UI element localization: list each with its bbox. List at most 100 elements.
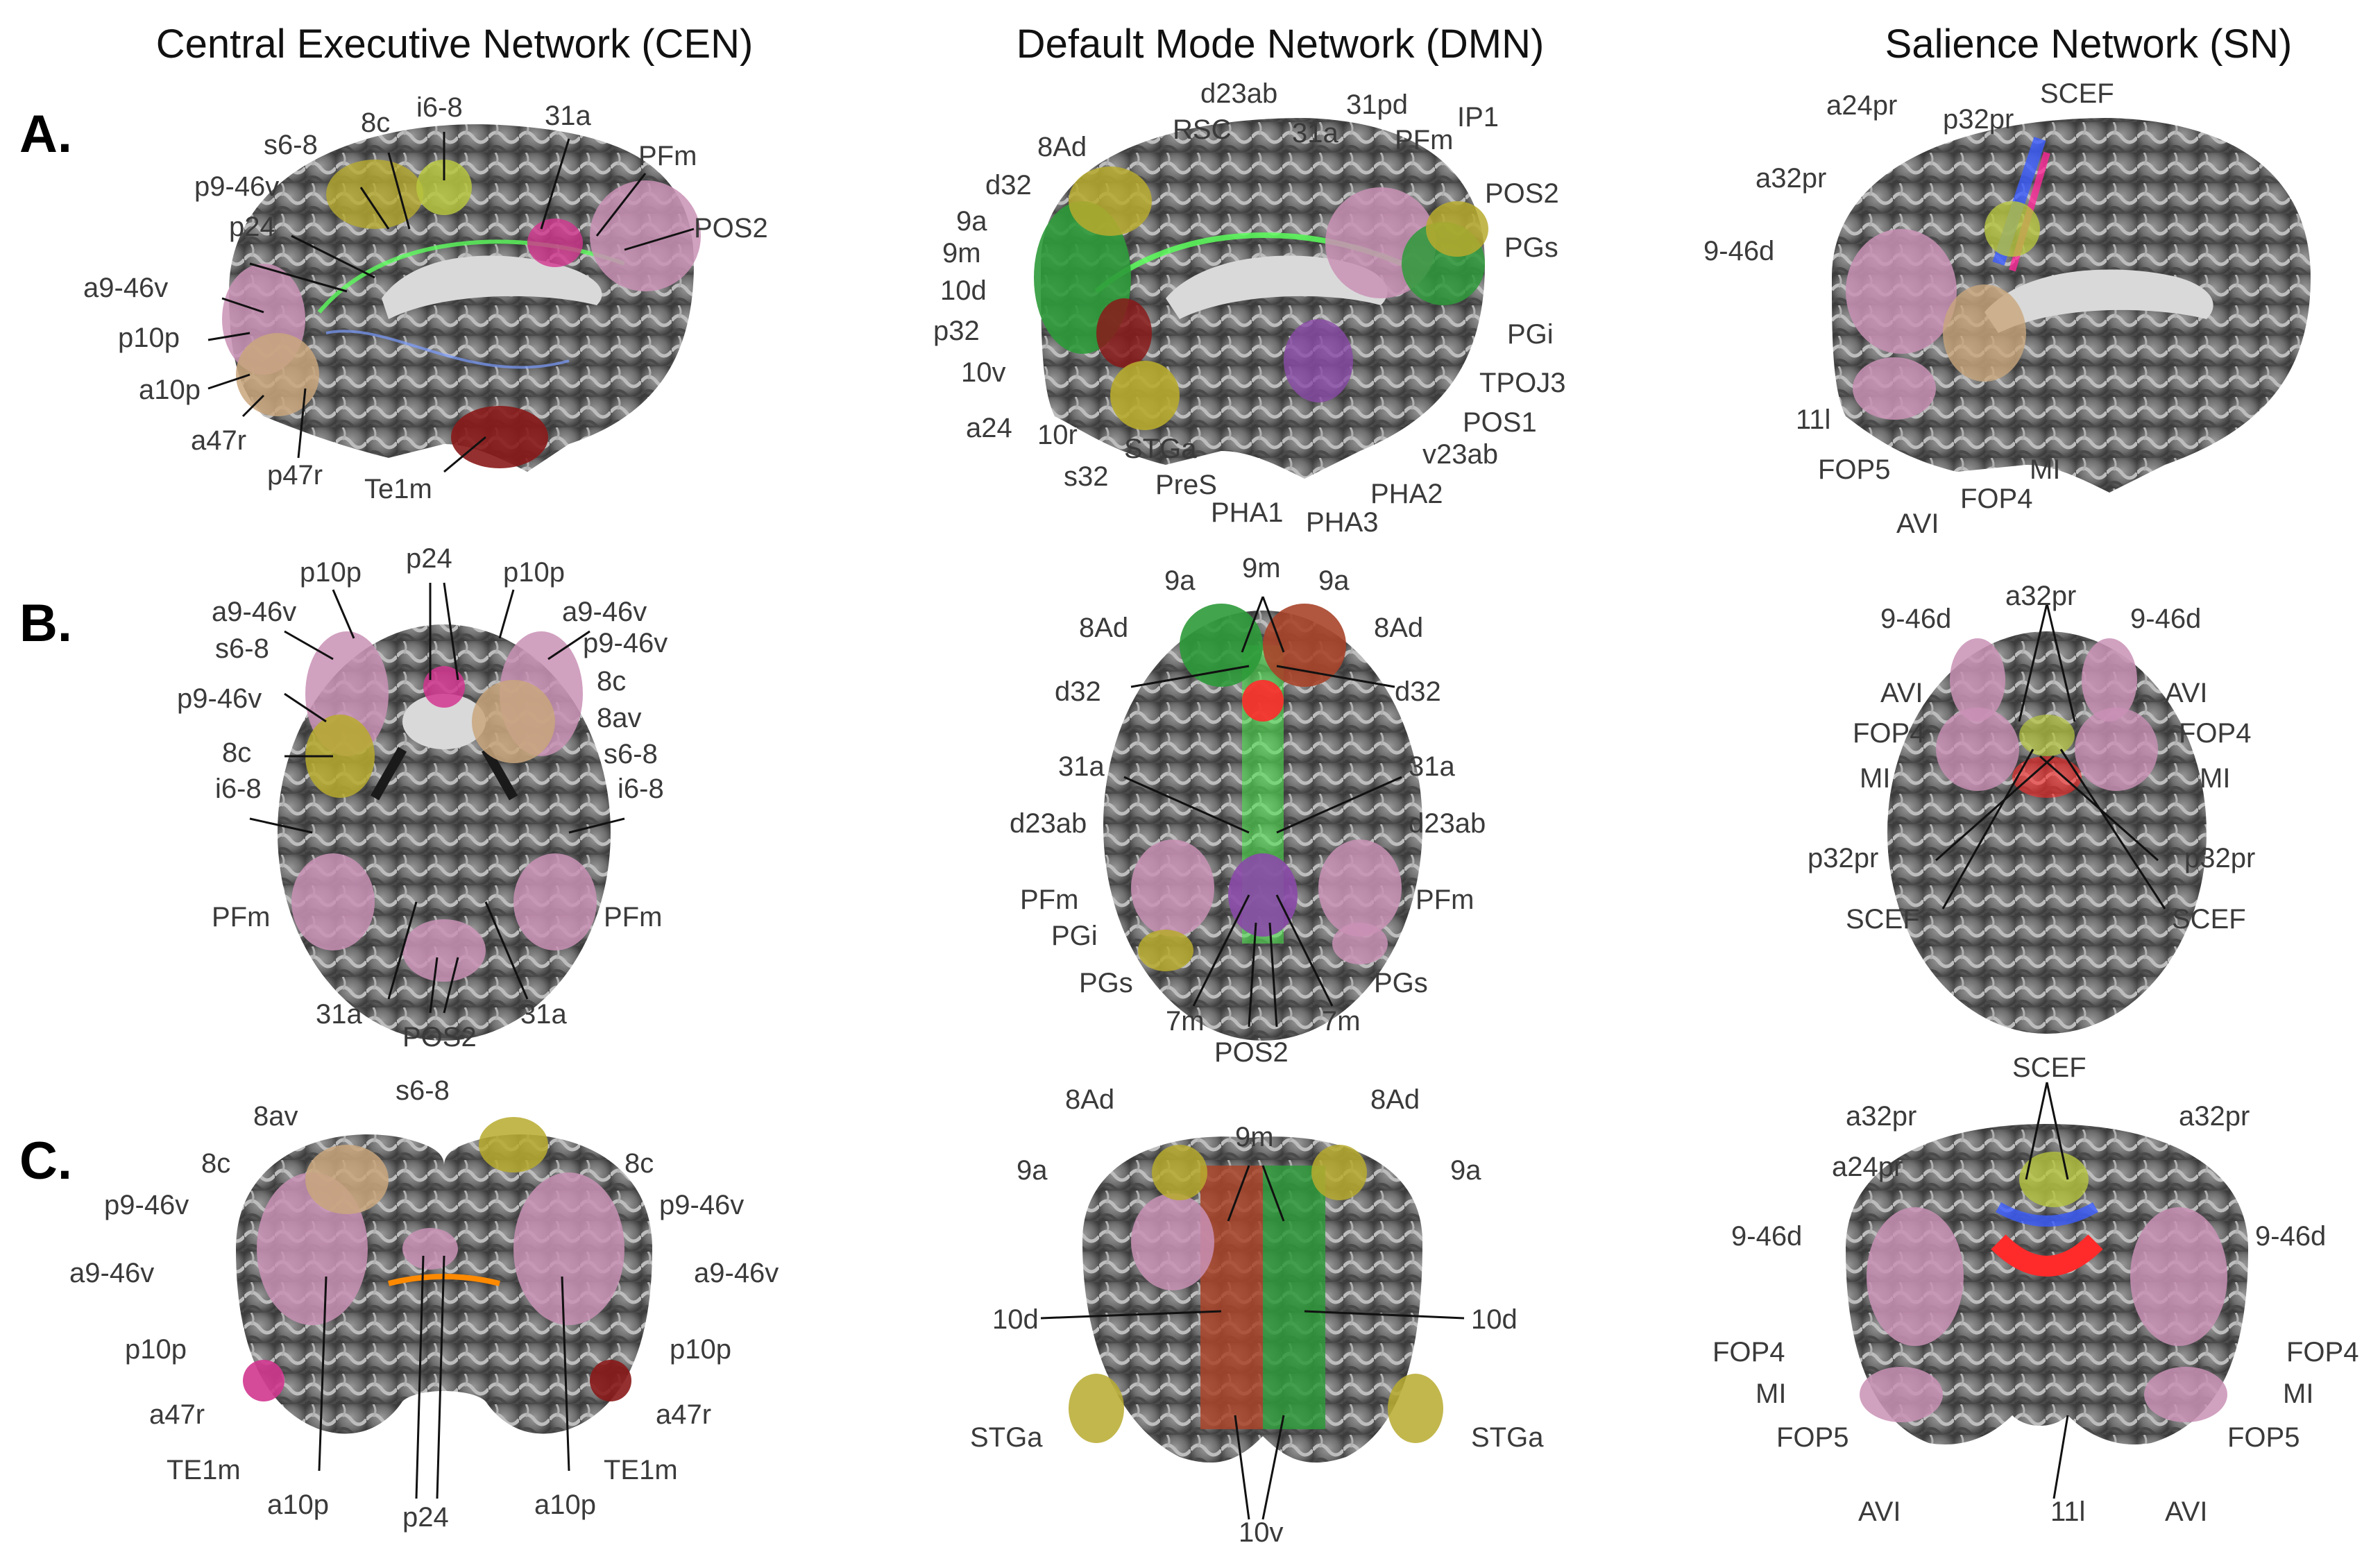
label-cen-a-p24: p24 bbox=[229, 212, 275, 242]
label-sn-c-9-46d-r: 9-46d bbox=[2255, 1221, 2326, 1252]
label-sn-b-p32pr-r: p32pr bbox=[2184, 843, 2255, 873]
label-dmn-a-10v: 10v bbox=[961, 357, 1006, 388]
label-dmn-b-8ad-l: 8Ad bbox=[1079, 613, 1128, 643]
label-cen-a-8c: 8c bbox=[361, 108, 390, 138]
label-dmn-a-10r: 10r bbox=[1037, 420, 1078, 450]
brain-dmn-c bbox=[1069, 1136, 1443, 1463]
label-dmn-c-10d-l: 10d bbox=[992, 1304, 1039, 1335]
label-dmn-a-pos1: POS1 bbox=[1463, 407, 1537, 438]
brain-dmn-b bbox=[1103, 604, 1422, 1041]
label-sn-c-a24pr: a24pr bbox=[1832, 1152, 1903, 1182]
label-dmn-a-ip1: IP1 bbox=[1457, 102, 1499, 133]
label-cen-b-pfm-l: PFm bbox=[212, 902, 270, 932]
label-dmn-b-9a-l: 9a bbox=[1164, 565, 1196, 596]
label-cen-b-p24: p24 bbox=[406, 543, 452, 574]
label-sn-b-mi-r: MI bbox=[2200, 763, 2230, 794]
label-dmn-b-31a-r: 31a bbox=[1409, 751, 1455, 782]
label-dmn-a-tpoj3: TPOJ3 bbox=[1479, 368, 1565, 398]
label-dmn-b-7m-r: 7m bbox=[1322, 1006, 1361, 1037]
label-cen-b-31a-l: 31a bbox=[316, 999, 362, 1030]
label-dmn-a-d23ab: d23ab bbox=[1200, 78, 1277, 109]
brain-sn-a bbox=[1832, 118, 2311, 493]
brain-cen-b bbox=[278, 624, 611, 1041]
label-dmn-c-9a-l: 9a bbox=[1017, 1155, 1048, 1186]
label-dmn-c-8ad-r: 8Ad bbox=[1370, 1084, 1420, 1115]
label-dmn-b-d32-r: d32 bbox=[1395, 676, 1441, 707]
label-sn-a-a32pr: a32pr bbox=[1756, 163, 1826, 194]
label-dmn-a-pha1: PHA1 bbox=[1211, 497, 1284, 528]
label-sn-b-fop4-l: FOP4 bbox=[1853, 718, 1925, 749]
label-dmn-a-pgi: PGi bbox=[1507, 319, 1554, 350]
brain-sn-c bbox=[1846, 1124, 2248, 1444]
label-dmn-a-stga: STGa bbox=[1124, 434, 1197, 464]
label-cen-b-a9-46v-r: a9-46v bbox=[562, 597, 647, 627]
label-dmn-c-10d-r: 10d bbox=[1471, 1304, 1518, 1335]
label-sn-a-11l: 11l bbox=[1796, 404, 1830, 435]
label-dmn-c-9a-r: 9a bbox=[1450, 1155, 1481, 1186]
label-cen-b-p10p-l: p10p bbox=[300, 557, 362, 588]
label-dmn-c-9m: 9m bbox=[1235, 1122, 1274, 1152]
label-dmn-b-pos2: POS2 bbox=[1214, 1037, 1289, 1068]
label-sn-a-fop4: FOP4 bbox=[1960, 484, 2032, 514]
label-dmn-a-pha2: PHA2 bbox=[1370, 479, 1443, 509]
label-cen-c-8av: 8av bbox=[253, 1101, 298, 1132]
label-sn-c-mi-r: MI bbox=[2283, 1379, 2313, 1409]
label-cen-b-8c-l: 8c bbox=[222, 737, 251, 768]
label-cen-b-p10p-r: p10p bbox=[503, 557, 565, 588]
label-sn-b-fop4-r: FOP4 bbox=[2179, 718, 2251, 749]
label-dmn-b-pfm-r: PFm bbox=[1416, 885, 1474, 915]
label-cen-b-8c-r: 8c bbox=[597, 666, 626, 697]
label-cen-a-p9-46v: p9-46v bbox=[194, 171, 279, 202]
label-dmn-a-9m: 9m bbox=[942, 238, 981, 268]
row-label-a: A. bbox=[19, 105, 72, 164]
label-dmn-a-9a: 9a bbox=[956, 206, 987, 237]
label-dmn-b-9a-r: 9a bbox=[1318, 565, 1350, 596]
label-cen-b-pos2: POS2 bbox=[402, 1022, 477, 1052]
label-dmn-b-pfm-l: PFm bbox=[1020, 885, 1078, 915]
brain-cen-a bbox=[222, 124, 701, 472]
label-cen-c-8c-l: 8c bbox=[201, 1148, 230, 1179]
label-cen-a-i6-8: i6-8 bbox=[416, 92, 463, 123]
brain-dmn-a bbox=[1034, 118, 1488, 479]
label-dmn-a-pos2: POS2 bbox=[1485, 178, 1559, 209]
title-dmn: Default Mode Network (DMN) bbox=[1016, 22, 1545, 67]
label-sn-c-avi-r: AVI bbox=[2165, 1496, 2208, 1527]
label-cen-b-pfm-r: PFm bbox=[604, 902, 662, 932]
row-label-b: B. bbox=[19, 594, 72, 653]
label-dmn-b-pgi: PGi bbox=[1051, 921, 1098, 951]
label-dmn-a-31a: 31a bbox=[1292, 118, 1338, 148]
label-cen-c-p9-46v-l: p9-46v bbox=[104, 1190, 189, 1220]
label-cen-c-a10p-r: a10p bbox=[534, 1490, 596, 1520]
label-sn-c-9-46d-l: 9-46d bbox=[1731, 1221, 1802, 1252]
label-cen-b-a9-46v-l: a9-46v bbox=[212, 597, 296, 627]
label-cen-a-pos2: POS2 bbox=[694, 213, 768, 244]
label-dmn-a-31pd: 31pd bbox=[1346, 89, 1408, 120]
label-cen-a-a9-46v: a9-46v bbox=[83, 273, 168, 303]
label-dmn-c-8ad-l: 8Ad bbox=[1065, 1084, 1114, 1115]
label-sn-a-a24pr: a24pr bbox=[1826, 90, 1897, 121]
label-dmn-c-stga-l: STGa bbox=[970, 1422, 1043, 1453]
label-sn-b-9-46d-l: 9-46d bbox=[1880, 604, 1951, 634]
label-dmn-a-v23ab: v23ab bbox=[1422, 439, 1498, 470]
label-cen-a-p10p: p10p bbox=[118, 323, 180, 353]
label-cen-b-p9-46v-r: p9-46v bbox=[583, 628, 668, 658]
label-cen-c-a9-46v-r: a9-46v bbox=[694, 1258, 779, 1288]
label-dmn-a-pgs: PGs bbox=[1504, 232, 1558, 263]
label-dmn-b-pgs-r: PGs bbox=[1374, 968, 1428, 998]
label-dmn-b-8ad-r: 8Ad bbox=[1374, 613, 1423, 643]
label-dmn-a-p32: p32 bbox=[933, 316, 980, 346]
label-sn-a-p32pr: p32pr bbox=[1943, 104, 2014, 135]
label-sn-c-scef: SCEF bbox=[2012, 1052, 2086, 1083]
label-cen-a-p47r: p47r bbox=[267, 460, 323, 491]
title-cen: Central Executive Network (CEN) bbox=[155, 22, 754, 67]
label-cen-c-p10p-r: p10p bbox=[670, 1334, 731, 1365]
label-sn-b-scef-l: SCEF bbox=[1846, 904, 1920, 935]
label-cen-a-31a: 31a bbox=[545, 101, 591, 131]
label-cen-c-8c-r: 8c bbox=[624, 1148, 654, 1179]
label-dmn-b-7m-l: 7m bbox=[1166, 1006, 1205, 1037]
label-cen-c-te1m-r: TE1m bbox=[604, 1455, 678, 1485]
label-sn-c-mi-l: MI bbox=[1756, 1379, 1786, 1409]
label-cen-a-a10p: a10p bbox=[139, 375, 201, 405]
label-cen-c-p10p-l: p10p bbox=[125, 1334, 187, 1365]
